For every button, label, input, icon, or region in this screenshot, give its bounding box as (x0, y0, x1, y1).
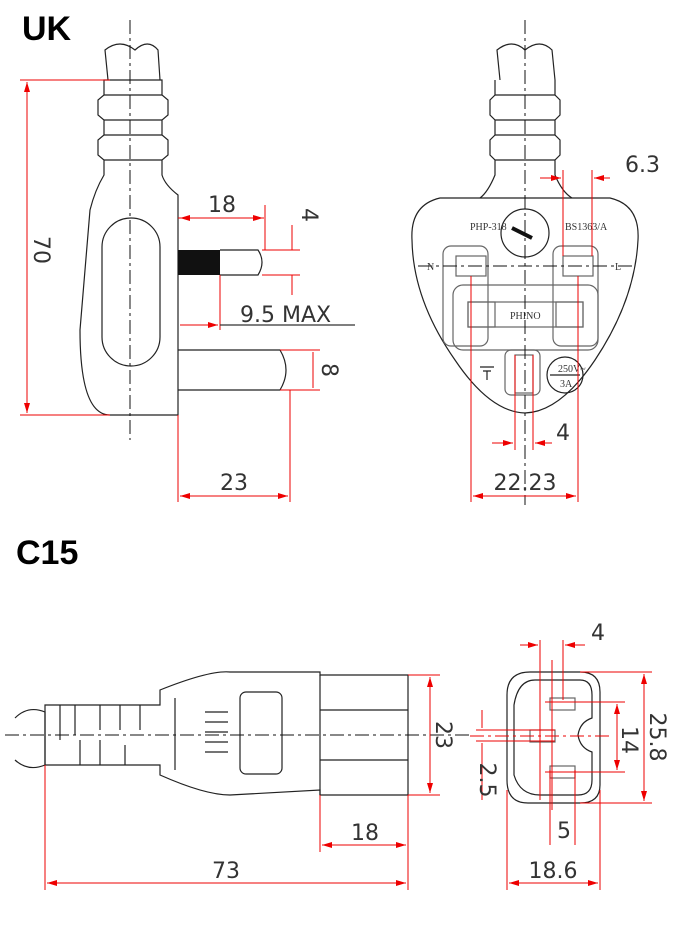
uk-standard-text: BS1363/A (565, 222, 608, 233)
c15-front-view: 4 25.8 14 2.5 5 18.6 (470, 621, 669, 890)
dim-uk-pin-width: 4 (296, 208, 321, 222)
dim-c15-face-width: 18.6 (529, 859, 578, 884)
dim-c15-total-length: 73 (212, 859, 240, 884)
dim-uk-earth-length: 23 (220, 471, 248, 496)
uk-side-view: UK 70 18 4 9.5 MAX 8 23 (20, 10, 355, 502)
dim-uk-earth-pin: 8 (316, 363, 341, 377)
dim-uk-pin-spacing: 22.23 (494, 471, 557, 496)
dim-c15-pin-offset: 4 (591, 621, 605, 646)
dim-uk-height: 70 (28, 236, 53, 264)
uk-title: UK (22, 10, 72, 48)
uk-rating-text: 250V~ (558, 364, 586, 375)
uk-brand-text: PHINO (510, 311, 541, 322)
dim-uk-insulation: 9.5 MAX (240, 303, 331, 328)
c15-title: C15 (16, 534, 78, 572)
dim-c15-earth-offset: 2.5 (474, 763, 499, 798)
uk-neutral-label: N (427, 262, 434, 273)
dim-c15-pin-width: 5 (557, 819, 571, 844)
uk-model-text: PHP-318 (470, 222, 507, 233)
dim-c15-height: 23 (430, 721, 455, 749)
dim-c15-face-height: 25.8 (644, 713, 669, 762)
uk-front-view: PHP-318 BS1363/A PHINO 250V~ 3A N L 6.3 … (411, 20, 660, 505)
dim-uk-pin-length: 18 (208, 193, 236, 218)
dim-uk-pin-thickness: 6.3 (625, 153, 660, 178)
dim-uk-pin-offset: 4 (556, 421, 570, 446)
dim-c15-pin-spacing: 14 (616, 726, 641, 754)
uk-live-label: L (615, 262, 621, 273)
uk-fuse-text: 3A (560, 379, 573, 390)
dim-c15-face-length: 18 (351, 821, 379, 846)
c15-side-view: C15 23 18 73 (5, 534, 470, 890)
